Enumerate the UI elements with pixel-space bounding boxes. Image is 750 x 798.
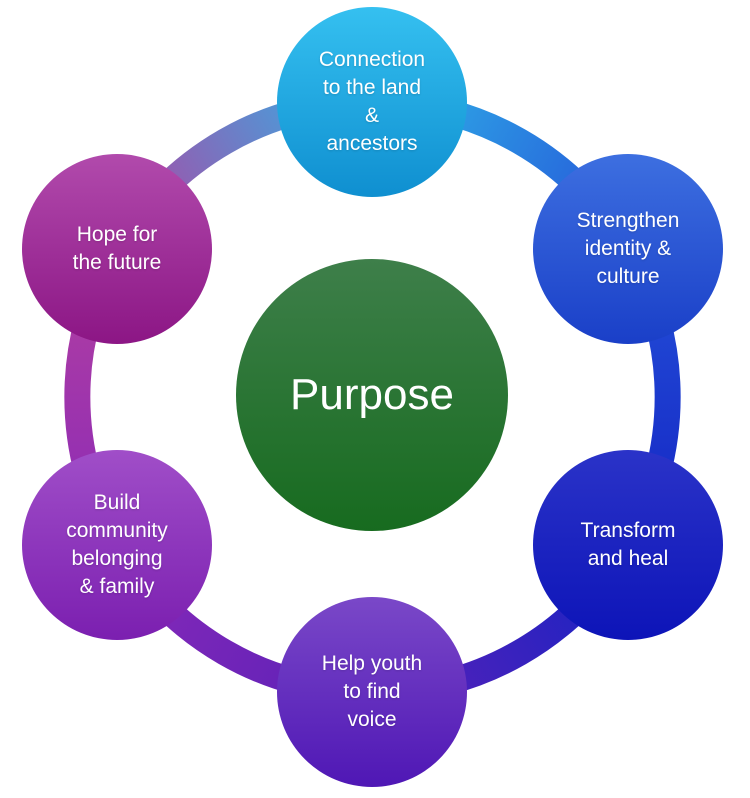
center-label-purpose: Purpose — [290, 370, 454, 419]
node-circles — [22, 7, 723, 787]
node-label-line: Help youth — [321, 652, 423, 675]
node-circle-help-youth — [277, 597, 467, 787]
node-label-line: Transform — [580, 519, 676, 542]
node-label-line: belonging — [71, 547, 163, 570]
node-label-line: and heal — [587, 547, 669, 570]
node-circle-connection — [277, 7, 467, 197]
node-circle-transform — [533, 450, 723, 640]
node-label-hope: Hope for the future — [22, 154, 212, 344]
node-label-line: Hope for — [76, 223, 158, 246]
node-label-line: & — [364, 104, 379, 127]
node-label-line: Strengthen — [576, 209, 680, 232]
node-label-build-community: Build community belonging & family — [22, 450, 212, 640]
node-label-strengthen: Strengthen identity & culture — [533, 154, 723, 344]
node-label-line: to the land — [322, 76, 422, 99]
node-circle-strengthen — [533, 154, 723, 344]
center-circle-group — [236, 259, 508, 531]
center-circle — [236, 259, 508, 531]
node-label-line: & family — [79, 575, 155, 598]
node-label-line: to find — [343, 680, 401, 703]
node-label-line: Connection — [318, 48, 426, 71]
node-label-line: culture — [596, 265, 660, 288]
node-circle-build-community — [22, 450, 212, 640]
node-label-connection: Connection to the land & ancestors — [277, 7, 467, 197]
node-label-line: identity & — [584, 237, 672, 260]
node-label-line: voice — [347, 708, 397, 731]
node-label-line: Build — [93, 491, 141, 514]
node-label-line: community — [66, 519, 168, 542]
node-circle-hope — [22, 154, 212, 344]
node-label-line: the future — [72, 251, 162, 274]
node-label-line: ancestors — [326, 132, 418, 155]
node-label-help-youth: Help youth to find voice — [277, 597, 467, 787]
node-label-transform: Transform and heal — [533, 450, 723, 640]
